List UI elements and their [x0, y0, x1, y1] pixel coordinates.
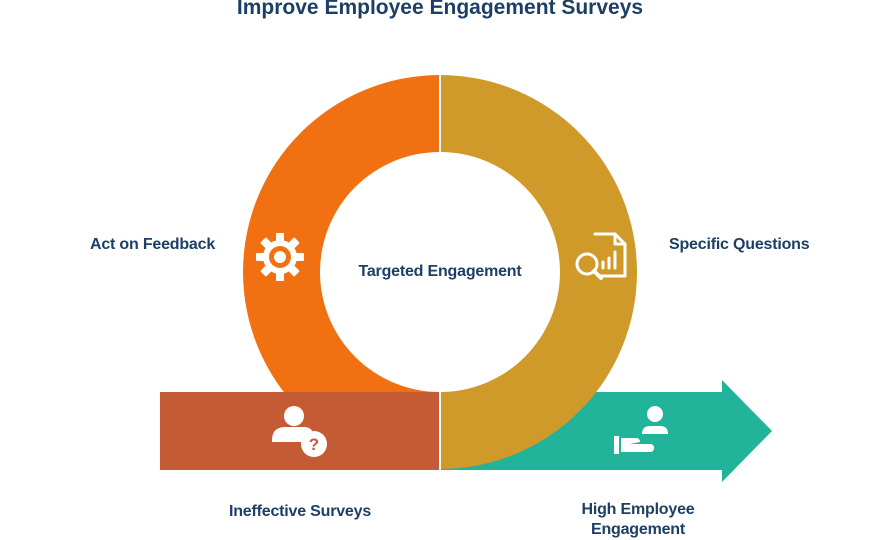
svg-text:?: ? — [309, 435, 319, 454]
ineffective-surveys-label: Ineffective Surveys — [228, 503, 372, 520]
act-on-feedback-label: Act on Feedback — [90, 236, 216, 253]
magnifier-chart-icon — [575, 232, 627, 280]
high-engagement-label: High Employee Engagement — [548, 500, 728, 540]
specific-questions-label: Specific Questions — [669, 236, 810, 253]
person-question-icon: ? — [272, 406, 327, 457]
person-hand-icon — [614, 406, 668, 454]
specific-questions-segment — [440, 75, 637, 469]
gear-icon — [256, 233, 304, 281]
act-on-feedback-segment — [243, 75, 440, 469]
diagram-title: Improve Employee Engagement Surveys — [236, 0, 644, 19]
high-engagement-label-line1: High Employee — [581, 501, 695, 518]
center-label: Targeted Engagement — [358, 263, 522, 280]
high-engagement-label-line2: Engagement — [590, 521, 686, 538]
